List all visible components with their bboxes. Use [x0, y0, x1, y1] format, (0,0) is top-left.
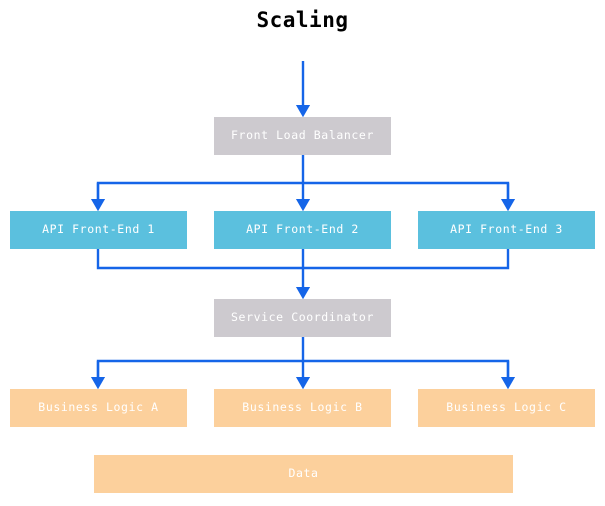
node-business-logic-b[interactable]: Business Logic B [214, 389, 391, 427]
node-data[interactable]: Data [94, 455, 513, 493]
connector-coordinator-to-logic-fanout [90, 337, 516, 390]
node-business-logic-a[interactable]: Business Logic A [10, 389, 187, 427]
connector-api-to-coordinator-merge [96, 249, 510, 300]
node-front-load-balancer[interactable]: Front Load Balancer [214, 117, 391, 155]
connector-lb-to-api-fanout [90, 155, 516, 212]
node-service-coordinator[interactable]: Service Coordinator [214, 299, 391, 337]
node-api-front-end-1[interactable]: API Front-End 1 [10, 211, 187, 249]
page-title: Scaling [256, 8, 349, 32]
node-api-front-end-2[interactable]: API Front-End 2 [214, 211, 391, 249]
node-api-front-end-3[interactable]: API Front-End 3 [418, 211, 595, 249]
node-business-logic-c[interactable]: Business Logic C [418, 389, 595, 427]
